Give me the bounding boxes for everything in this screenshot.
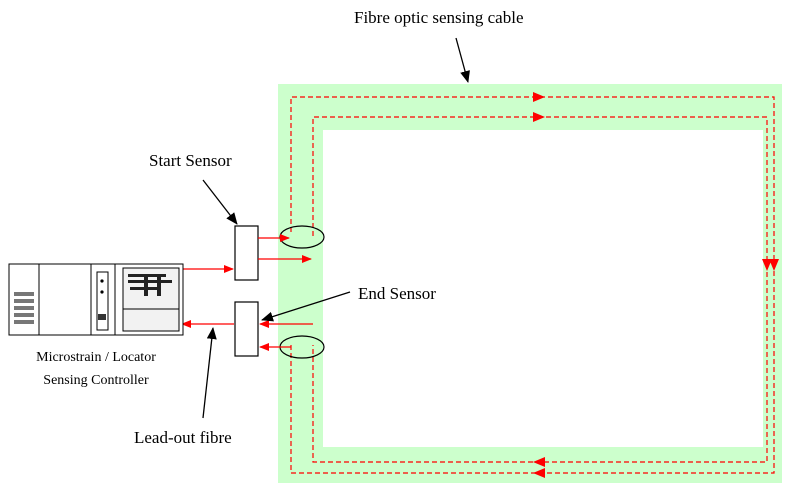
controller-mid-panel [38, 263, 92, 336]
cable-label: Fibre optic sensing cable [354, 8, 524, 27]
end-sensor-label: End Sensor [358, 284, 436, 303]
cable-band [278, 84, 782, 483]
pointer-arrows [202, 37, 470, 419]
end-sensor-box [234, 301, 259, 357]
controller-slot [96, 271, 109, 331]
direction-arrow [533, 92, 545, 102]
vent-slots [14, 292, 34, 324]
start-sensor-label: Start Sensor [149, 151, 232, 170]
direction-arrow [533, 468, 545, 478]
direction-arrow [762, 259, 772, 271]
lead-out-pointer-arrow [202, 327, 217, 419]
rack-computer-icon [8, 263, 184, 336]
drive-detail [128, 274, 172, 296]
outer-fibre-loop [290, 96, 775, 474]
controller-label-line1: Microstrain / Locator [36, 350, 156, 365]
connection-fibres [181, 234, 313, 351]
direction-arrows [533, 92, 779, 478]
sensing-cable-loop [278, 84, 782, 483]
lead-out-label: Lead-out fibre [134, 428, 232, 447]
inner-fibre-loop [312, 116, 768, 463]
cable-pointer-arrow [455, 37, 470, 83]
end-sensor-pointer-arrow [261, 291, 351, 322]
start-sensor-pointer-arrow [202, 179, 238, 225]
fibre-paths [290, 96, 775, 474]
power-button [98, 314, 106, 320]
controller-drive-bay [122, 267, 180, 332]
controller-label-line2: Sensing Controller [43, 373, 149, 388]
start-sensor-box [234, 225, 259, 281]
direction-arrow [533, 457, 545, 467]
direction-arrow [533, 112, 545, 122]
direction-arrow [769, 259, 779, 271]
